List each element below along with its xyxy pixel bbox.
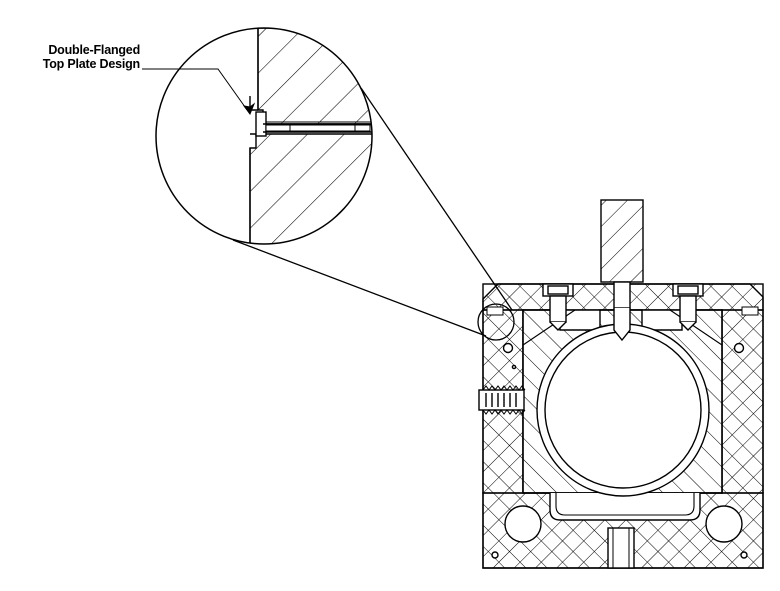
callout-label: Double-Flanged Top Plate Design [4, 43, 140, 71]
optic-bore-inner [544, 331, 702, 489]
zoom-detail [155, 27, 373, 245]
right-side-plate [721, 309, 764, 494]
zoom-connector [232, 87, 513, 337]
side-set-screw [478, 385, 526, 415]
callout-label-line1: Double-Flanged [48, 43, 140, 57]
callout-leader [142, 68, 256, 116]
callout-label-line2: Top Plate Design [42, 57, 140, 71]
mount-assembly [478, 199, 764, 569]
detail-marker-circle [477, 303, 515, 341]
cap-screw-right [672, 283, 704, 331]
bottom-slot [607, 527, 635, 569]
cap-screw-left [542, 283, 574, 331]
mounting-hole-right [705, 505, 743, 543]
adjuster-knob [600, 199, 644, 342]
mounting-hole-left [504, 505, 542, 543]
